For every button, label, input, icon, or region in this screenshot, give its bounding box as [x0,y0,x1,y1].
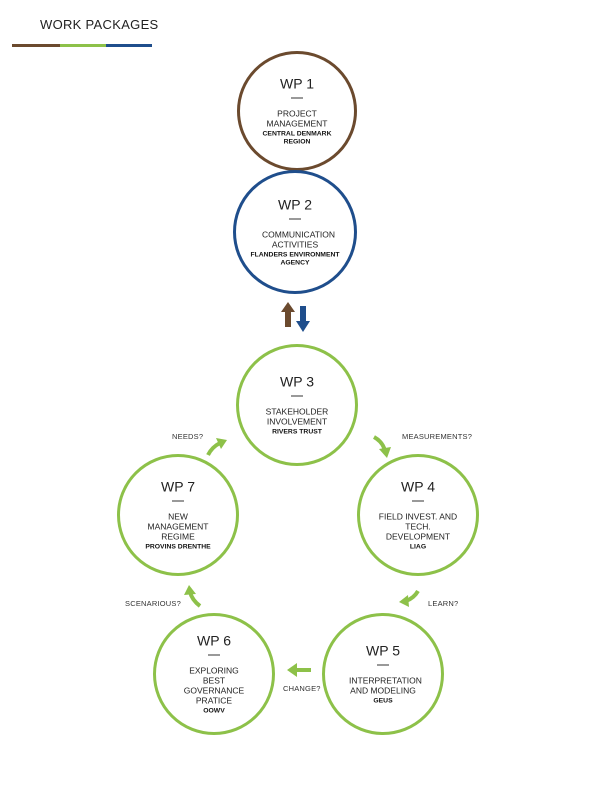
wp3-name: STAKEHOLDER INVOLVEMENT [265,406,329,427]
wp1-number: WP 1 [280,75,314,92]
wp2-circle: WP 2 COMMUNICATION ACTIVITIES FLANDERS E… [233,170,357,294]
wp4-lead: LIAG [409,543,427,551]
wp6-number: WP 6 [197,632,231,649]
wp1-divider [291,97,303,99]
wp5-circle: WP 5 INTERPRETATION AND MODELING GEUS [322,613,444,735]
wp3-lead: RIVERS TRUST [272,428,322,436]
flow-label-change: CHANGE? [283,684,321,693]
wp5-name: INTERPRETATION AND MODELING [349,675,422,696]
down-arrow-icon [296,306,310,332]
flow-label-needs: NEEDS? [172,432,204,441]
wp2-lead: FLANDERS ENVIRONMENT AGENCY [250,251,340,267]
up-arrow-icon [281,302,295,327]
wp4-number: WP 4 [401,478,435,495]
cycle-arrow-wp5-wp6-icon [287,663,311,677]
wp4-divider [412,500,424,502]
wp2-divider [289,218,301,220]
wp2-number: WP 2 [278,196,312,213]
wp6-divider [208,654,220,656]
wp3-divider [291,395,303,397]
wp2-name: COMMUNICATION ACTIVITIES [262,229,336,250]
wp7-circle: WP 7 NEW MANAGEMENT REGIME PROVINS DRENT… [117,454,239,576]
wp1-circle: WP 1 PROJECT MANAGEMENT CENTRAL DENMARK … [237,51,357,171]
wp1-lead: CENTRAL DENMARK REGION [262,130,332,146]
wp3-number: WP 3 [280,373,314,390]
flow-label-measurements: MEASUREMENTS? [402,432,473,441]
wp4-circle: WP 4 FIELD INVEST. AND TECH. DEVELOPMENT… [357,454,479,576]
header-bar-green [60,44,106,47]
header-bar-blue [106,44,152,47]
wp7-number: WP 7 [161,478,195,495]
flow-label-learn: LEARN? [428,599,459,608]
cycle-arrow-wp3-wp4-icon [372,435,391,458]
flow-label-scenarious: SCENARIOUS? [125,599,181,608]
header-bar-brown [12,44,60,47]
wp7-name: NEW MANAGEMENT REGIME [147,511,209,542]
wp1-name: PROJECT MANAGEMENT [266,108,328,129]
cycle-arrow-wp4-wp5-icon [399,589,420,607]
wp7-lead: PROVINS DRENTHE [145,543,211,551]
cycle-arrow-wp7-wp3-icon [206,438,227,456]
wp6-lead: OOWV [203,707,225,715]
wp5-number: WP 5 [366,642,400,659]
wp5-lead: GEUS [373,697,393,705]
cycle-arrow-wp6-wp7-icon [184,585,202,608]
wp7-divider [172,500,184,502]
wp3-circle: WP 3 STAKEHOLDER INVOLVEMENT RIVERS TRUS… [236,344,358,466]
wp4-name: FIELD INVEST. AND TECH. DEVELOPMENT [378,511,458,542]
wp6-name: EXPLORING BEST GOVERNANCE PRATICE [183,665,245,706]
page-title: WORK PACKAGES [40,17,159,32]
wp5-divider [377,664,389,666]
wp6-circle: WP 6 EXPLORING BEST GOVERNANCE PRATICE O… [153,613,275,735]
